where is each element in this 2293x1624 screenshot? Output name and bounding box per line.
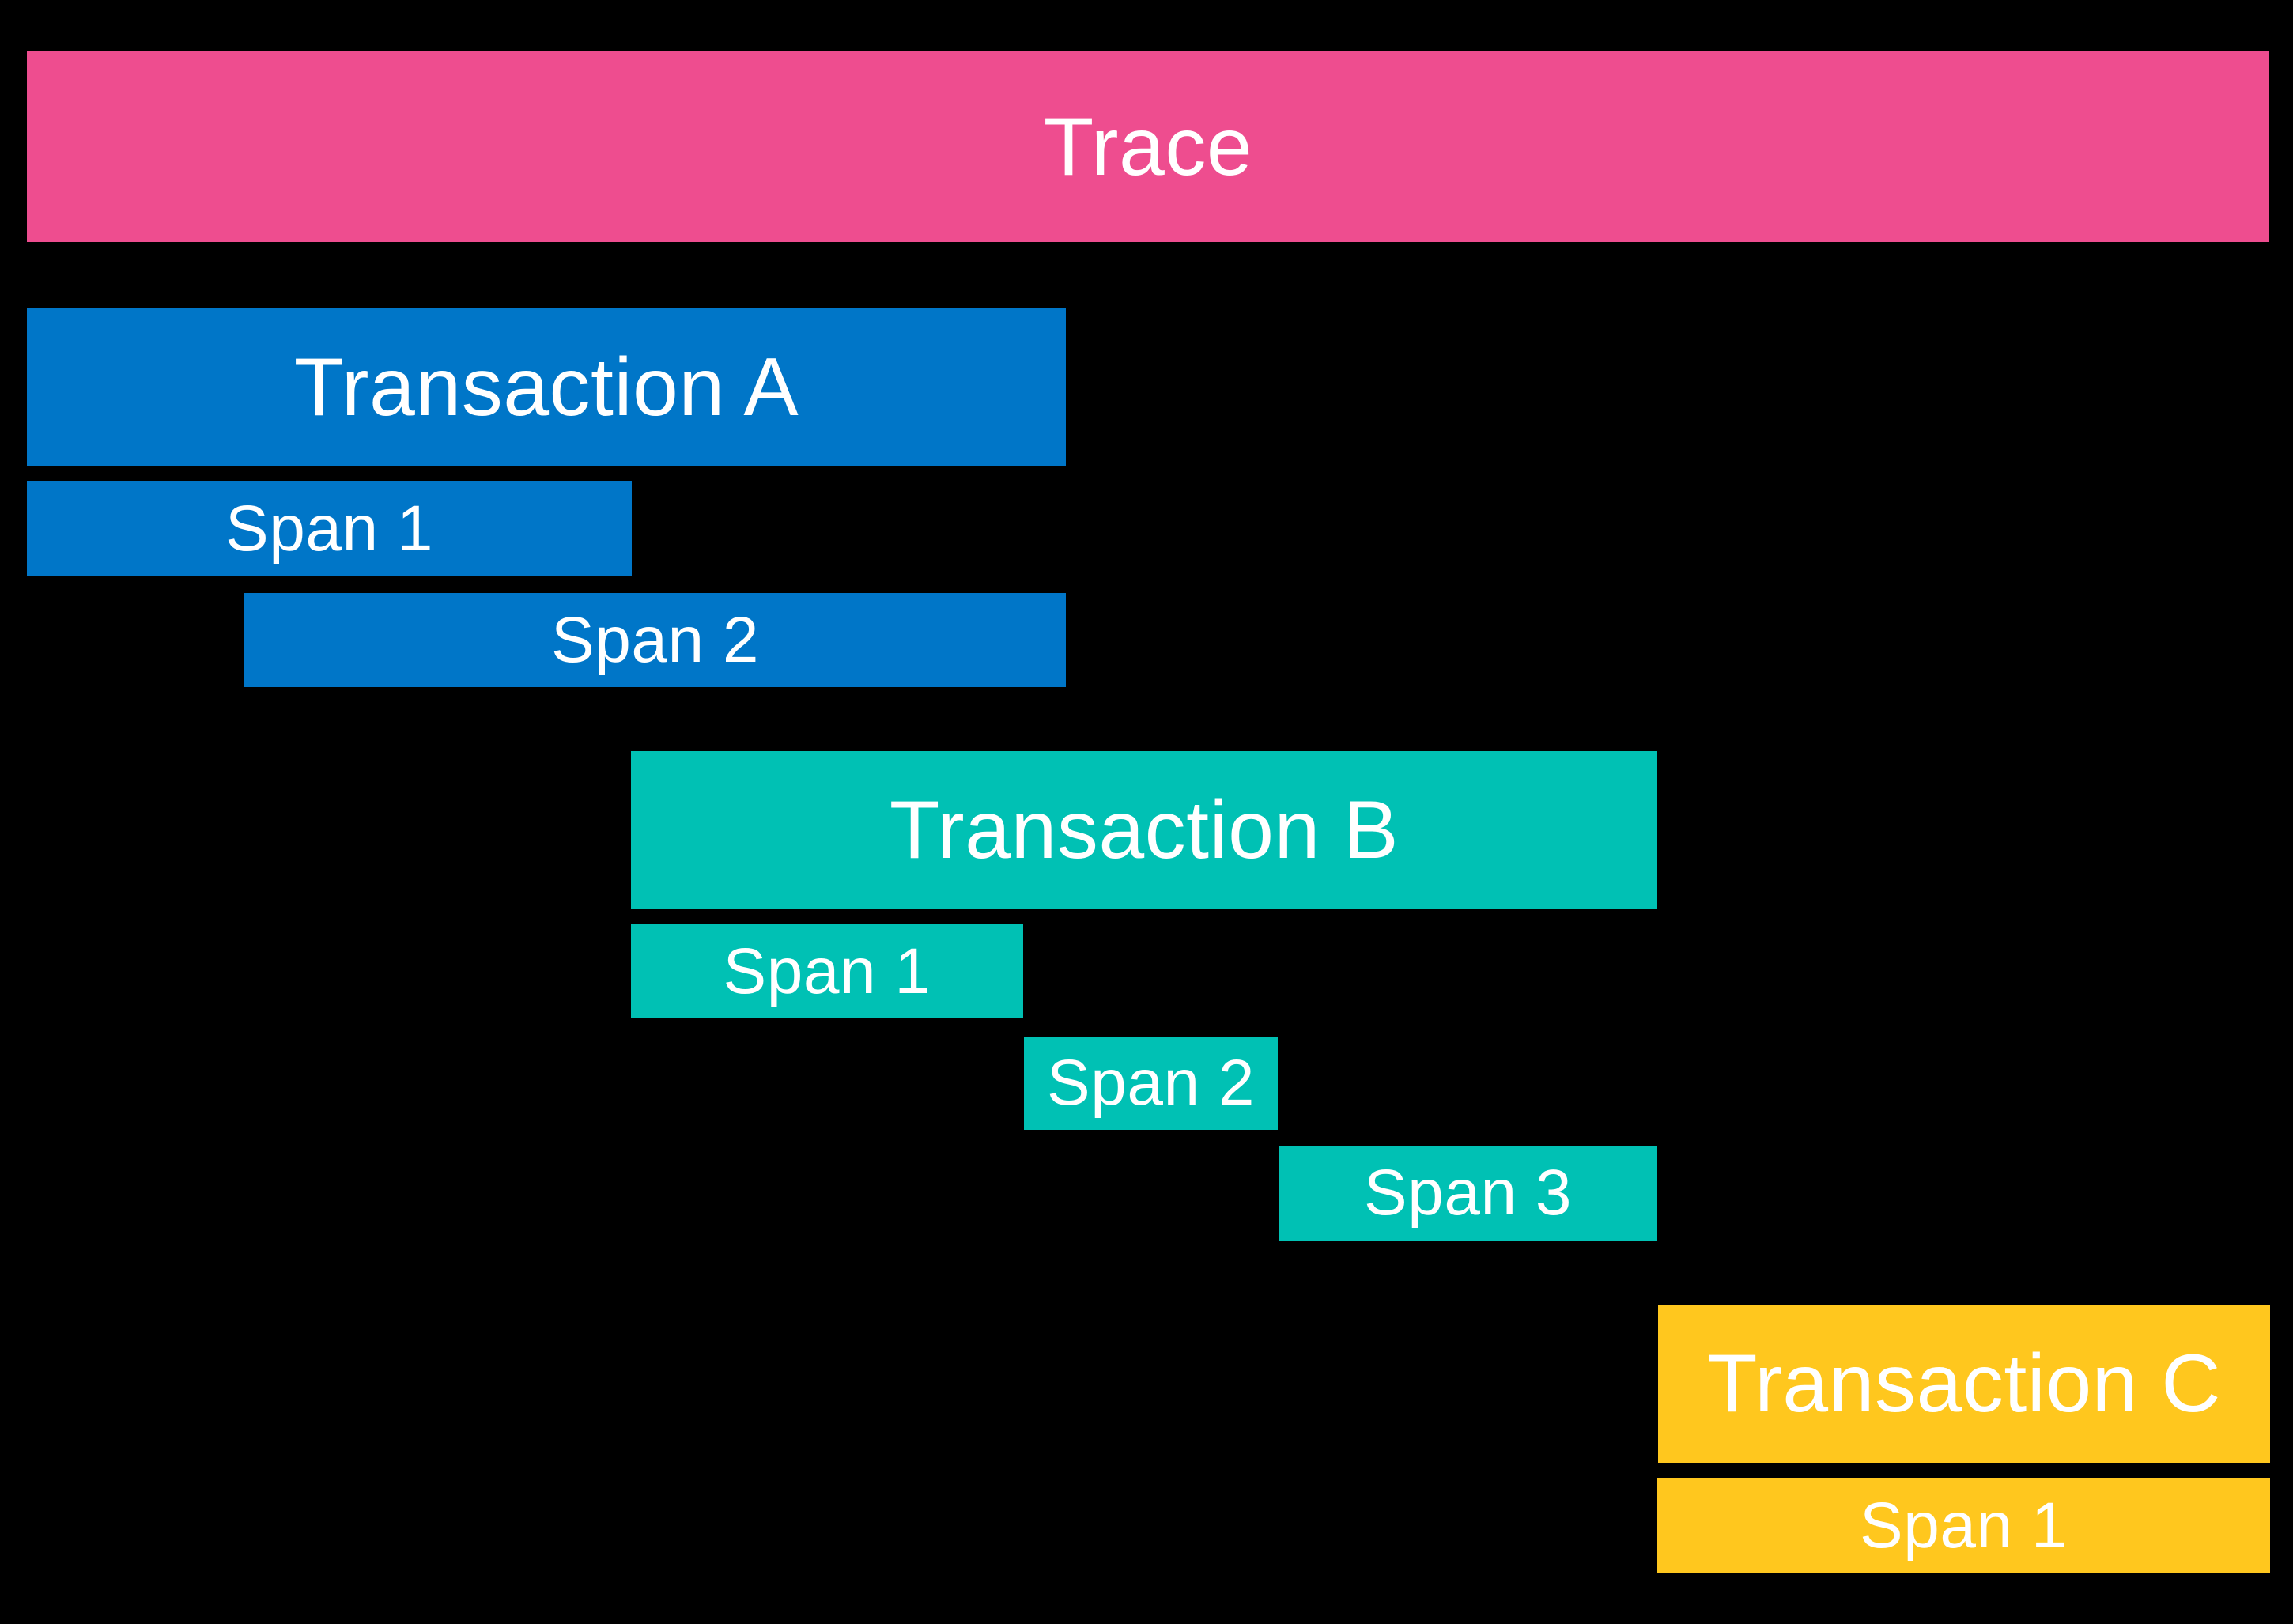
bar-transaction-b[interactable]: Transaction B [631, 751, 1657, 909]
bar-transaction-a-span-2[interactable]: Span 2 [244, 593, 1066, 687]
transaction-a-span-1-label: Span 1 [225, 492, 433, 565]
transaction-c-label: Transaction C [1707, 1338, 2221, 1429]
transaction-b-span-2-label: Span 2 [1047, 1047, 1255, 1119]
bar-transaction-a[interactable]: Transaction A [27, 308, 1066, 466]
bar-transaction-c[interactable]: Transaction C [1658, 1305, 2270, 1463]
transaction-b-label: Transaction B [889, 784, 1400, 876]
transaction-b-span-3-label: Span 3 [1364, 1157, 1572, 1229]
trace-label: Trace [1043, 100, 1253, 193]
transaction-a-label: Transaction A [293, 341, 799, 433]
bar-transaction-b-span-3[interactable]: Span 3 [1279, 1146, 1657, 1241]
bar-transaction-b-span-1[interactable]: Span 1 [631, 924, 1023, 1018]
transaction-c-span-1-label: Span 1 [1860, 1489, 2068, 1562]
transaction-a-span-2-label: Span 2 [551, 603, 759, 676]
bar-trace[interactable]: Trace [27, 51, 2269, 242]
bar-transaction-a-span-1[interactable]: Span 1 [27, 481, 632, 576]
bar-transaction-b-span-2[interactable]: Span 2 [1024, 1037, 1278, 1130]
transaction-b-span-1-label: Span 1 [723, 935, 931, 1007]
bar-transaction-c-span-1[interactable]: Span 1 [1657, 1478, 2270, 1573]
